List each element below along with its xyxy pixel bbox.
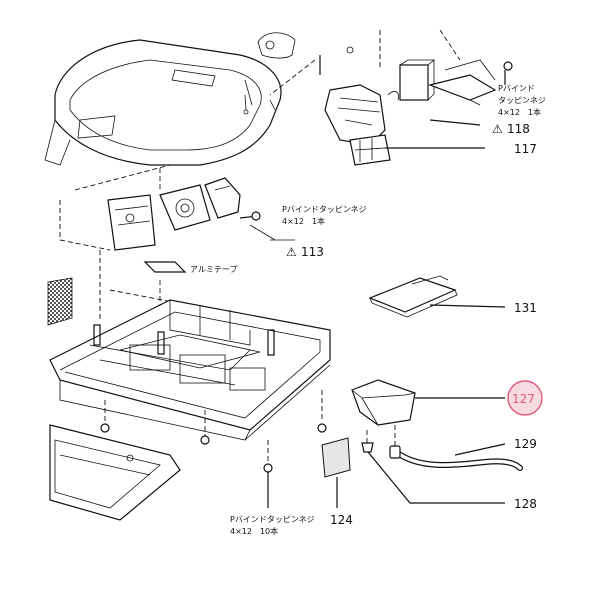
bottom-tray xyxy=(49,424,181,521)
tape-label: アルミテープ xyxy=(190,265,237,274)
part-label-127: 127 xyxy=(507,380,543,416)
part-number-129: 129 xyxy=(514,437,537,451)
warning-icon: ⚠ xyxy=(492,122,503,136)
part-number-128: 128 xyxy=(514,497,537,511)
manual-131: 131 xyxy=(368,275,537,318)
screw-note-bottom-line1: Pバインドタッピンネジ xyxy=(230,515,315,524)
part-number-131: 131 xyxy=(514,301,537,315)
highlight-circle xyxy=(507,380,543,416)
base-screws xyxy=(100,390,327,508)
part-number-113: 113 xyxy=(301,245,324,259)
pad-124: 124 xyxy=(321,437,353,527)
screw-small xyxy=(346,46,354,54)
aluminium-tape: アルミテープ xyxy=(143,261,237,274)
part-number-118: 118 xyxy=(507,122,530,136)
part-label-118: ⚠ 118 xyxy=(492,122,530,136)
grille-panel xyxy=(47,277,73,326)
fitting-128: 128 xyxy=(361,430,537,511)
drip-tray-127 xyxy=(351,379,505,426)
main-chassis xyxy=(49,250,331,441)
part-number-124: 124 xyxy=(330,513,353,527)
screw-note-bottom-line2: 4×12 10本 xyxy=(230,526,278,536)
part-label-113: ⚠ 113 xyxy=(286,245,324,259)
screw-note-mid-line1: Pバインドタッピンネジ xyxy=(282,205,367,214)
part-number-117: 117 xyxy=(514,142,537,156)
switch-assembly-113 xyxy=(59,164,295,251)
screw-note-line3: 4×12 1本 xyxy=(498,107,541,117)
hose-129: 129 xyxy=(389,425,537,471)
upper-housing xyxy=(44,39,282,166)
screw-note-top-right: Pバインド タッピンネジ 4×12 1本 xyxy=(498,84,546,117)
warning-icon: ⚠ xyxy=(286,245,297,259)
fragment-top xyxy=(257,32,296,59)
screw-note-bottom: Pバインドタッピンネジ 4×12 10本 xyxy=(230,515,315,536)
component-118-117 xyxy=(324,29,513,166)
part-number-127: 127 xyxy=(512,392,535,406)
screw-note-mid-line2: 4×12 1本 xyxy=(282,216,325,226)
screw-note-mid: Pバインドタッピンネジ 4×12 1本 xyxy=(282,205,367,226)
screw-note-line2: タッピンネジ xyxy=(498,96,546,105)
screw-note-line1: Pバインド xyxy=(498,84,535,93)
